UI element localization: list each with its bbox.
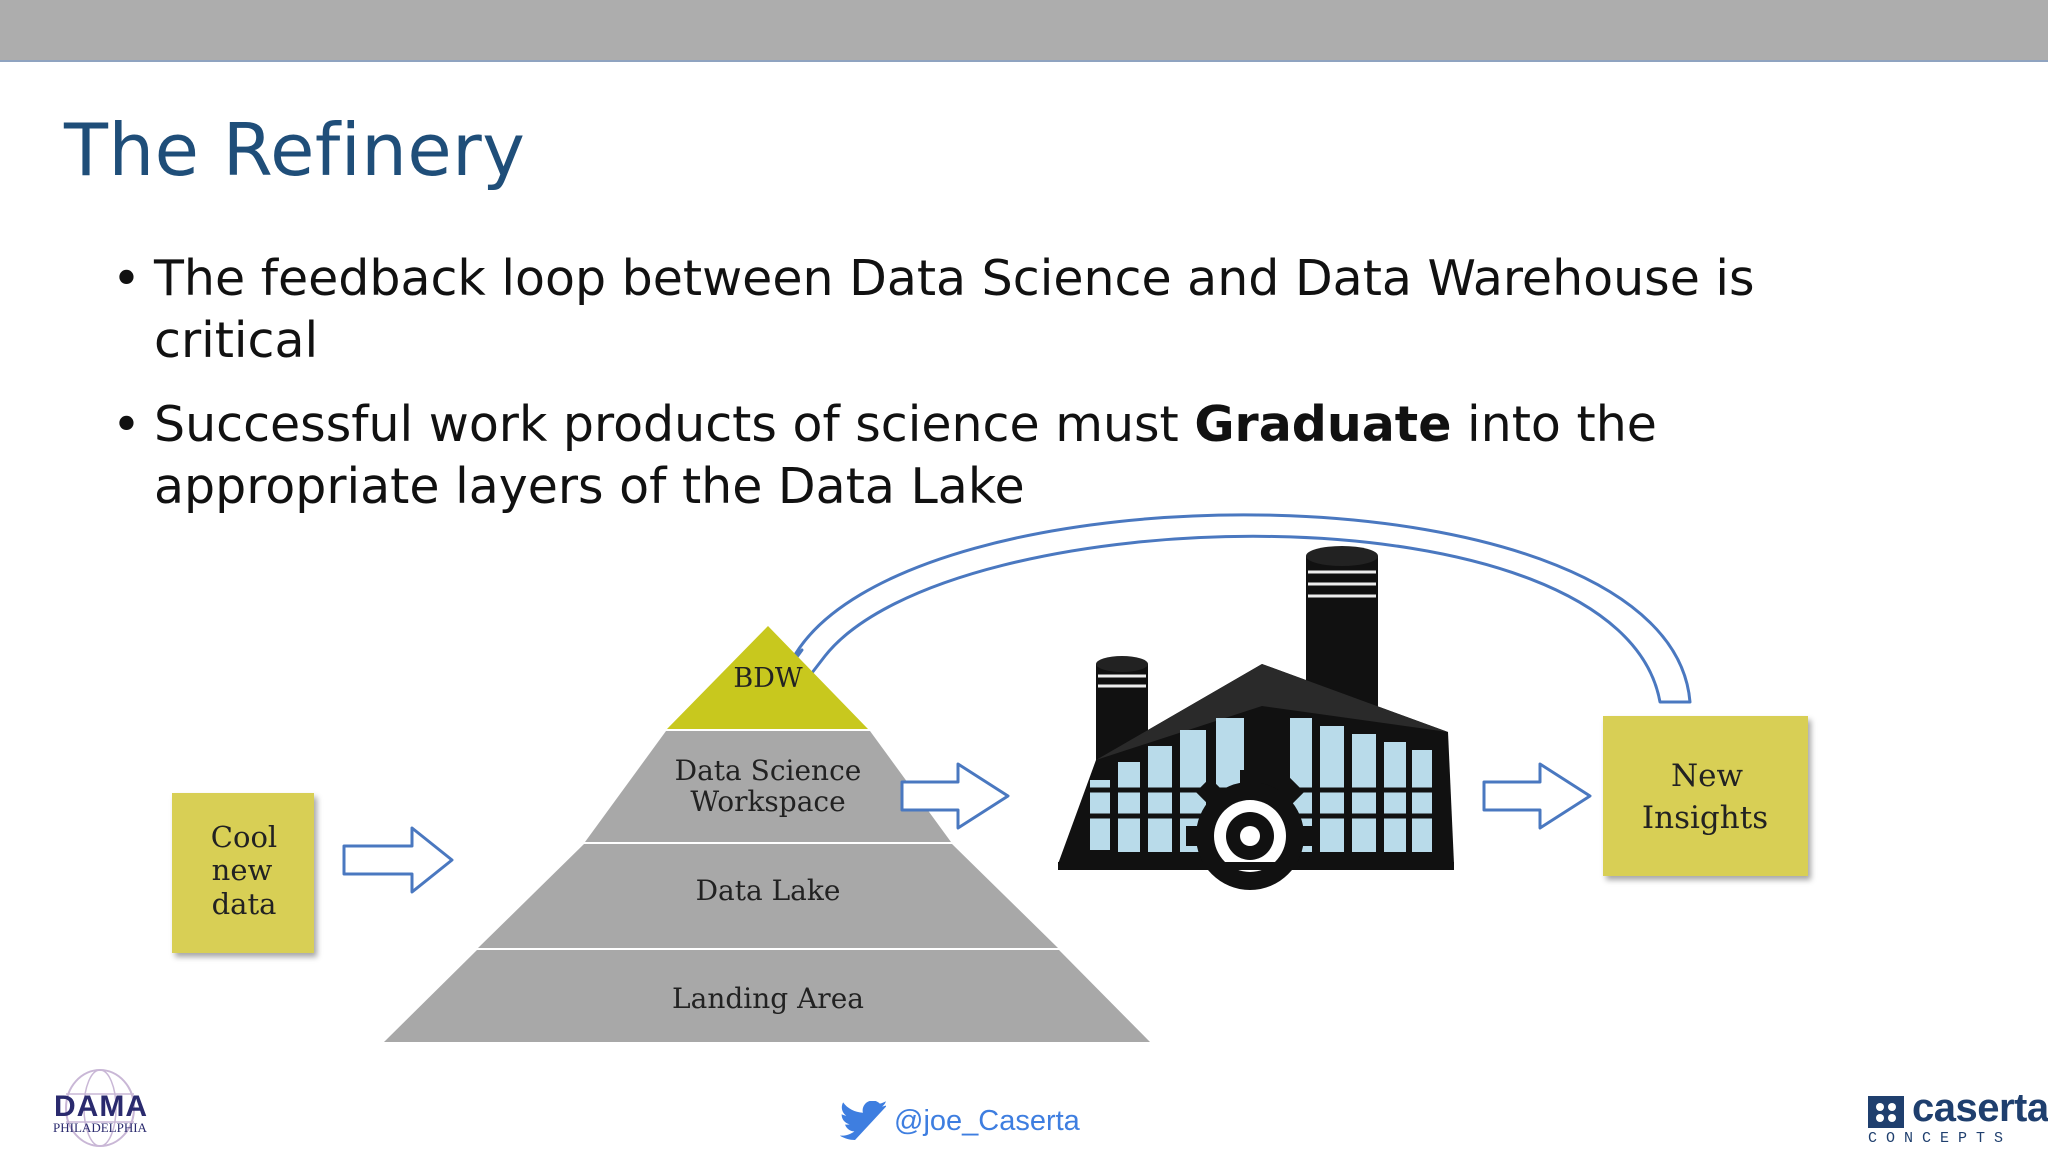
pyramid-label-data-lake: Data Lake xyxy=(696,874,841,907)
output-box-line-1: New xyxy=(1671,758,1743,794)
bullet-item-2: Successful work products of science must… xyxy=(112,394,1912,518)
dama-logo: DAMA PHILADELPHIA xyxy=(30,1068,170,1148)
pyramid-layer-data-lake xyxy=(478,844,1058,948)
output-box-line-2: Insights xyxy=(1642,800,1768,836)
bullet-2-text-start: Successful work products of science must xyxy=(154,396,1195,453)
bullet-2-text-end: into the appropriate layers of the Data … xyxy=(154,396,1657,515)
input-box xyxy=(172,793,314,953)
caserta-logo-word: caserta xyxy=(1912,1086,2048,1130)
factory-gear-icon xyxy=(1058,546,1454,890)
refinery-diagram: Cool new data BDW Data Science Workspace… xyxy=(172,513,1808,1042)
pyramid-label-bdw: BDW xyxy=(733,663,802,694)
twitter-handle[interactable]: @joe_Caserta xyxy=(840,1096,1080,1146)
twitter-bird-icon xyxy=(840,1101,886,1141)
arrow-factory-to-output xyxy=(1482,762,1592,830)
feedback-loop-arrow xyxy=(778,513,1692,704)
twitter-handle-text: @joe_Caserta xyxy=(894,1104,1080,1137)
bullet-item-1: The feedback loop between Data Science a… xyxy=(112,248,1912,372)
input-box-line-3: data xyxy=(212,887,277,921)
slide-title: The Refinery xyxy=(64,108,526,192)
pyramid-layer-landing-area xyxy=(384,950,1150,1042)
pyramid-label-dsw-line-1: Data Science xyxy=(675,754,862,787)
caserta-logo-sub: CONCEPTS xyxy=(1868,1130,2013,1147)
dama-logo-sub: PHILADELPHIA xyxy=(53,1120,147,1135)
bullet-1-text: The feedback loop between Data Science a… xyxy=(154,250,1755,369)
top-bar xyxy=(0,0,2048,62)
globe-icon xyxy=(65,1069,135,1147)
pyramid-label-dsw-line-2: Workspace xyxy=(690,785,845,818)
bullet-2-emphasis: Graduate xyxy=(1194,396,1452,453)
input-box-line-2: new xyxy=(212,853,273,887)
caserta-mark-icon xyxy=(1868,1096,1904,1128)
output-box xyxy=(1603,716,1808,876)
dama-logo-word: DAMA xyxy=(54,1090,148,1123)
caserta-logo: caserta CONCEPTS xyxy=(1866,1086,2048,1148)
bullet-list: The feedback loop between Data Science a… xyxy=(112,248,1912,540)
arrow-pyramid-to-factory xyxy=(900,762,1010,830)
pyramid-layer-data-science-workspace xyxy=(585,731,951,842)
arrow-input-to-pyramid xyxy=(342,826,454,894)
pyramid-label-landing-area: Landing Area xyxy=(672,982,864,1015)
input-box-line-1: Cool xyxy=(211,820,277,854)
pyramid-layer-bdw xyxy=(667,626,868,729)
